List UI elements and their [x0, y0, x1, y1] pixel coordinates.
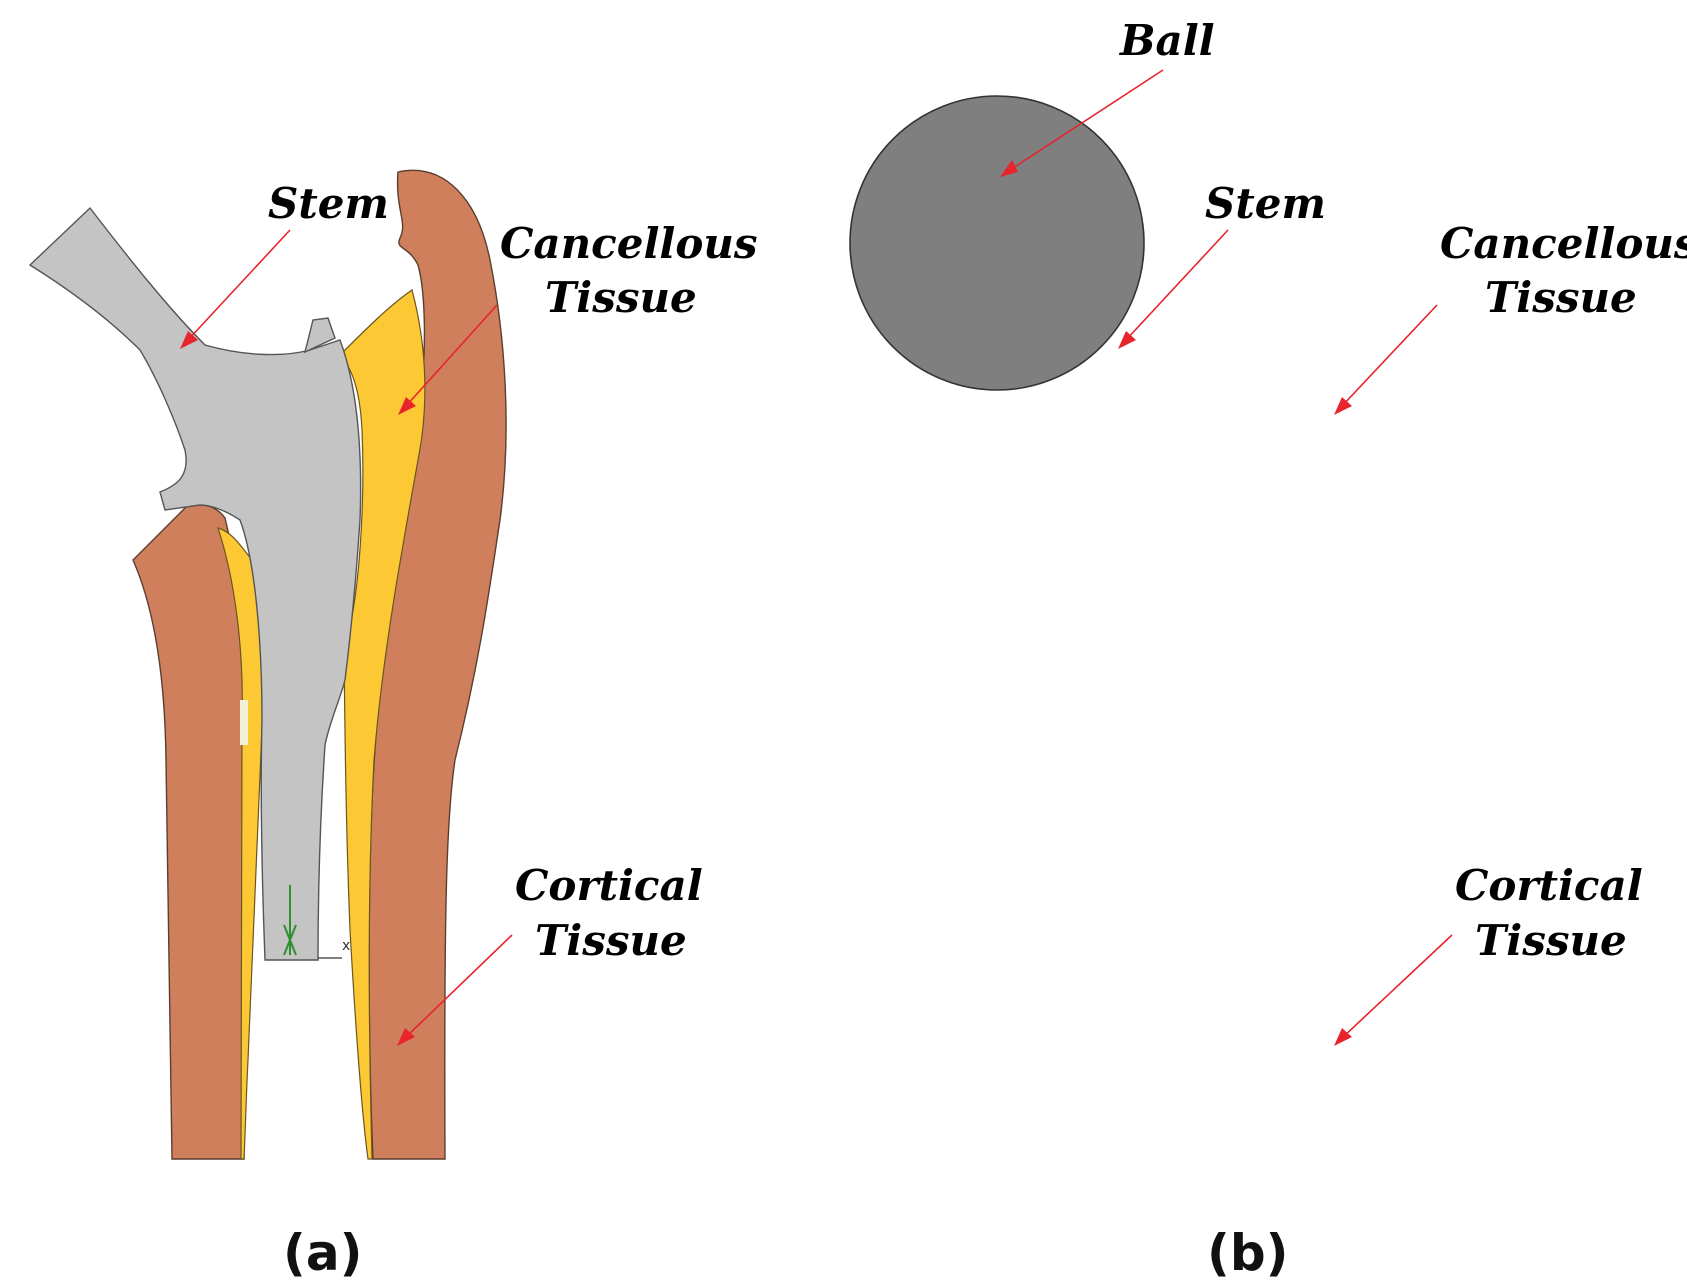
panel-a-cancellous-arrowhead — [398, 397, 416, 415]
panel-a-cortical-label-2: Tissue — [535, 916, 687, 965]
panel-b-cortical-label-1: Cortical — [1455, 861, 1643, 910]
panel-b-cancellous-label-1: Cancellous — [1440, 219, 1687, 268]
panel-b-cancellous-label-2: Tissue — [1485, 273, 1637, 322]
panel-a-stem-arrowhead — [180, 331, 198, 349]
panel-b-cortical-arrowhead — [1334, 1028, 1352, 1046]
panel-a-cortical-arrowhead — [397, 1028, 415, 1046]
panel-b-ball-arrow — [1009, 69, 1164, 171]
panel-a-caption: (a) — [283, 1224, 362, 1282]
panel-b-cortical-arrow — [1341, 934, 1453, 1039]
panel-b-stem-label: Stem — [1205, 179, 1326, 228]
panel-a: Stem Cancellous Tissue Cortical Tissue (… — [29, 169, 758, 1282]
panel-b: Ball Stem Cancellous Tissue Cortical Tis… — [849, 16, 1687, 1282]
panel-b-stem-arrow — [1125, 229, 1229, 341]
panel-a-cortical-arrow — [404, 934, 513, 1039]
panel-a-cancellous-label-1: Cancellous — [500, 219, 758, 268]
panel-b-cancellous-arrowhead — [1334, 397, 1352, 415]
panel-b-ball-arrowhead — [1000, 160, 1018, 177]
ball-femoral-head — [849, 95, 1145, 391]
panel-b-ball-label: Ball — [1119, 16, 1215, 65]
panel-a-cancellous-arrow — [405, 304, 498, 407]
panel-b-cancellous-arrow — [1341, 304, 1438, 407]
panel-a-cortical-label-1: Cortical — [515, 861, 703, 910]
panel-a-stem-arrow — [187, 229, 291, 341]
panel-b-cortical-label-2: Tissue — [1475, 916, 1627, 965]
panel-a-stem-label: Stem — [268, 179, 389, 228]
panel-a-cancellous-label-2: Tissue — [545, 273, 697, 322]
panel-b-caption: (b) — [1207, 1224, 1289, 1282]
panel-b-stem-arrowhead — [1118, 331, 1136, 349]
